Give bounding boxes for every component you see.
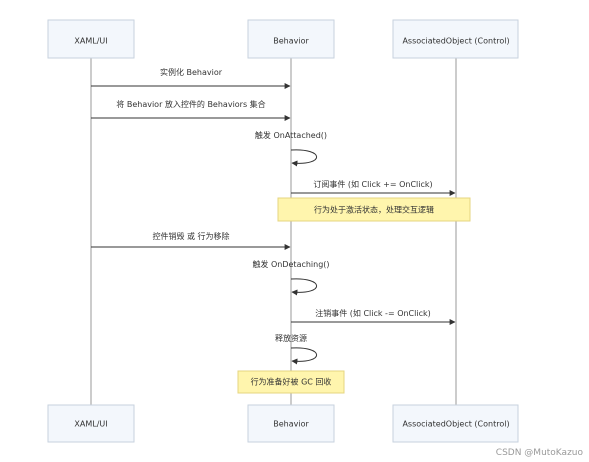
actor-label: Behavior	[273, 420, 309, 429]
actor-label: XAML/UI	[74, 420, 107, 429]
self-arrow-on-detaching	[290, 278, 318, 296]
actor-label: AssociatedObject (Control)	[402, 37, 509, 46]
message-label-on-attached: 触发 OnAttached()	[255, 130, 327, 140]
message-label-add-to-collection: 将 Behavior 放入控件的 Behaviors 集合	[116, 99, 265, 109]
message-label-subscribe: 订阅事件 (如 Click += OnClick)	[313, 179, 432, 189]
message-label-instantiate: 实例化 Behavior	[160, 67, 223, 77]
actor-bottom-xaml-ui: XAML/UI	[47, 404, 135, 443]
note-active: 行为处于激活状态，处理交互逻辑	[277, 197, 471, 222]
note-text: 行为处于激活状态，处理交互逻辑	[314, 205, 434, 215]
actor-top-behavior: Behavior	[247, 19, 335, 59]
actor-top-associated-object: AssociatedObject (Control)	[392, 19, 519, 59]
self-arrow-on-attached	[290, 149, 318, 167]
watermark: CSDN @MutoKazuo	[496, 448, 584, 458]
note-gc-ready: 行为准备好被 GC 回收	[237, 370, 345, 394]
message-label-unsubscribe: 注销事件 (如 Click -= OnClick)	[315, 308, 431, 318]
actor-label: AssociatedObject (Control)	[402, 420, 509, 429]
note-text: 行为准备好被 GC 回收	[251, 377, 332, 387]
self-arrow-release	[290, 347, 318, 365]
message-label-destroy: 控件销毁 或 行为移除	[152, 231, 229, 241]
actor-bottom-behavior: Behavior	[247, 404, 335, 443]
actor-top-xaml-ui: XAML/UI	[47, 19, 135, 59]
actor-label: XAML/UI	[74, 37, 107, 46]
actor-label: Behavior	[273, 37, 309, 46]
actor-bottom-associated-object: AssociatedObject (Control)	[392, 404, 519, 443]
message-label-on-detaching: 触发 OnDetaching()	[252, 259, 329, 269]
message-label-release: 释放资源	[275, 333, 307, 343]
